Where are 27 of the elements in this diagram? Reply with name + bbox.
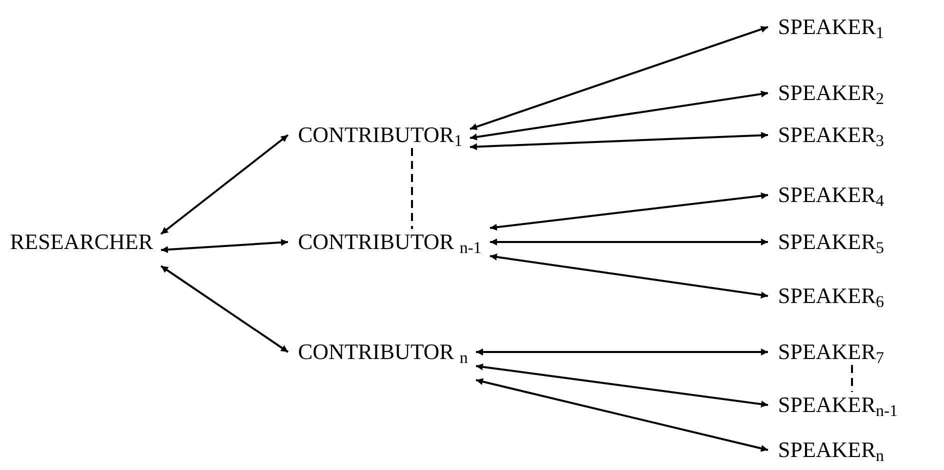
node-label: CONTRIBUTOR$_{1}$ xyxy=(298,122,462,148)
double-arrow xyxy=(470,132,768,150)
node-label: SPEAKER$_{6}$ xyxy=(778,283,884,309)
dashed-line xyxy=(411,148,413,229)
double-arrow xyxy=(160,265,289,353)
double-arrow xyxy=(470,90,768,140)
node-label: SPEAKER$_{n}$ xyxy=(778,437,884,463)
node-label: CONTRIBUTOR $_{n-1}$ xyxy=(298,229,482,255)
node-label: SPEAKER$_{3}$ xyxy=(778,122,884,148)
node-label: SPEAKER$_{7}$ xyxy=(778,339,884,365)
double-arrow xyxy=(490,238,768,246)
double-arrow xyxy=(160,238,288,254)
double-arrow xyxy=(470,26,768,130)
node-label: SPEAKER$_{4}$ xyxy=(778,182,884,208)
double-arrow xyxy=(160,134,289,235)
double-arrow xyxy=(476,348,768,356)
node-label: SPEAKER$_{1}$ xyxy=(778,14,884,40)
node-label: SPEAKER$_{2}$ xyxy=(778,80,884,106)
double-arrow xyxy=(490,254,768,298)
double-arrow xyxy=(490,192,768,231)
dashed-line xyxy=(851,365,853,392)
node-label: SPEAKER$_{5}$ xyxy=(778,229,884,255)
node-label: CONTRIBUTOR $_{n}$ xyxy=(298,339,468,365)
double-arrow xyxy=(476,363,768,408)
node-label: SPEAKER$_{n-1}$ xyxy=(778,392,898,418)
node-label: RESEARCHER xyxy=(10,229,154,255)
double-arrow xyxy=(476,378,768,452)
